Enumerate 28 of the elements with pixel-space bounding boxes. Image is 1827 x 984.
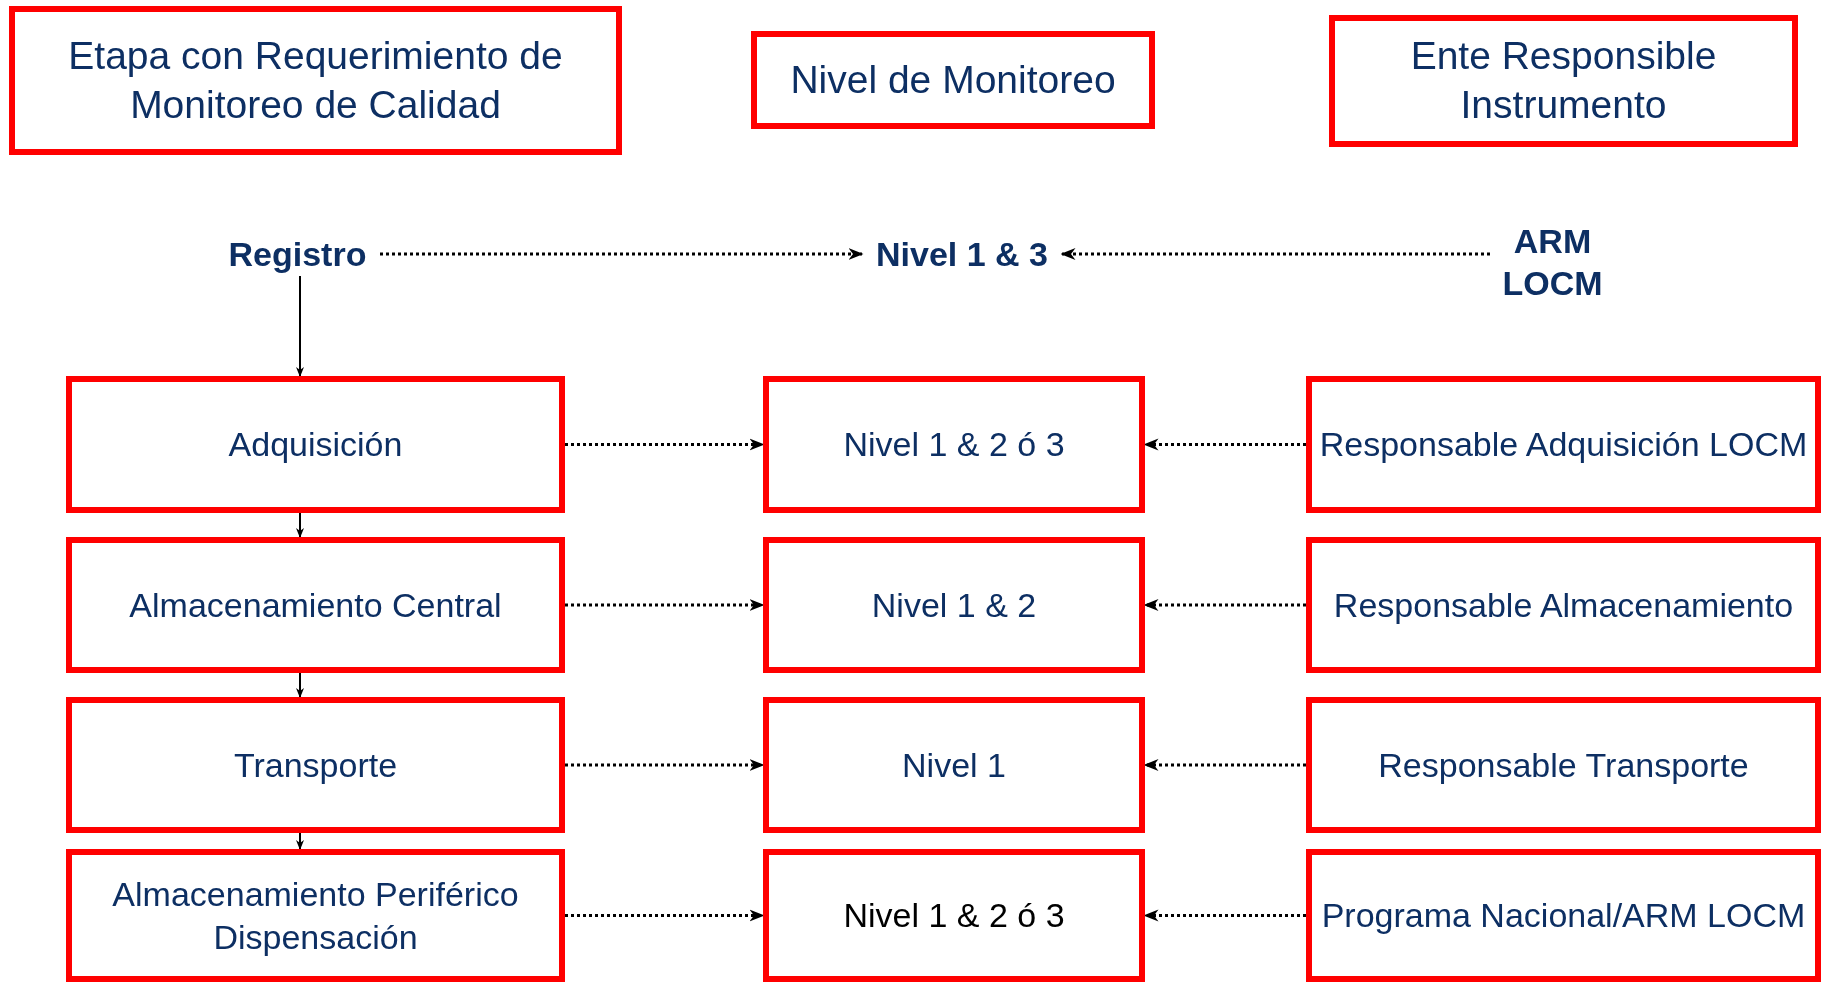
header-box: Ente Responsible Instrumento bbox=[1329, 15, 1798, 147]
label-text: Nivel 1 & 3 bbox=[862, 232, 1062, 276]
dotted-arrow bbox=[380, 248, 864, 260]
dotted-arrow bbox=[565, 909, 765, 922]
arrow bbox=[296, 672, 304, 698]
arrow bbox=[296, 512, 304, 538]
process-box: Responsable Adquisición LOCM bbox=[1306, 376, 1821, 513]
label-text: Registro bbox=[215, 232, 380, 276]
process-box: Responsable Almacenamiento bbox=[1306, 537, 1821, 673]
header-box: Etapa con Requerimiento de Monitoreo de Calidad bbox=[9, 6, 622, 155]
process-box: Adquisición bbox=[66, 376, 565, 513]
process-box: Nivel 1 bbox=[763, 697, 1145, 833]
label-text: ARM LOCM bbox=[1490, 216, 1615, 308]
process-box: Nivel 1 & 2 ó 3 bbox=[763, 849, 1145, 982]
dotted-arrow bbox=[565, 759, 765, 771]
process-box: Almacenamiento Periférico Dispensación bbox=[66, 849, 565, 982]
process-box: Almacenamiento Central bbox=[66, 537, 565, 673]
arrow bbox=[296, 832, 304, 850]
process-box: Programa Nacional/ARM LOCM bbox=[1306, 849, 1821, 982]
dotted-arrow bbox=[565, 599, 765, 611]
dotted-arrow bbox=[1060, 248, 1490, 260]
process-box: Nivel 1 & 2 bbox=[763, 537, 1145, 673]
header-box: Nivel de Monitoreo bbox=[751, 31, 1155, 129]
dotted-arrow bbox=[565, 438, 765, 451]
process-box: Transporte bbox=[66, 697, 565, 833]
arrow bbox=[296, 275, 304, 377]
process-box: Responsable Transporte bbox=[1306, 697, 1821, 833]
process-box: Nivel 1 & 2 ó 3 bbox=[763, 376, 1145, 513]
